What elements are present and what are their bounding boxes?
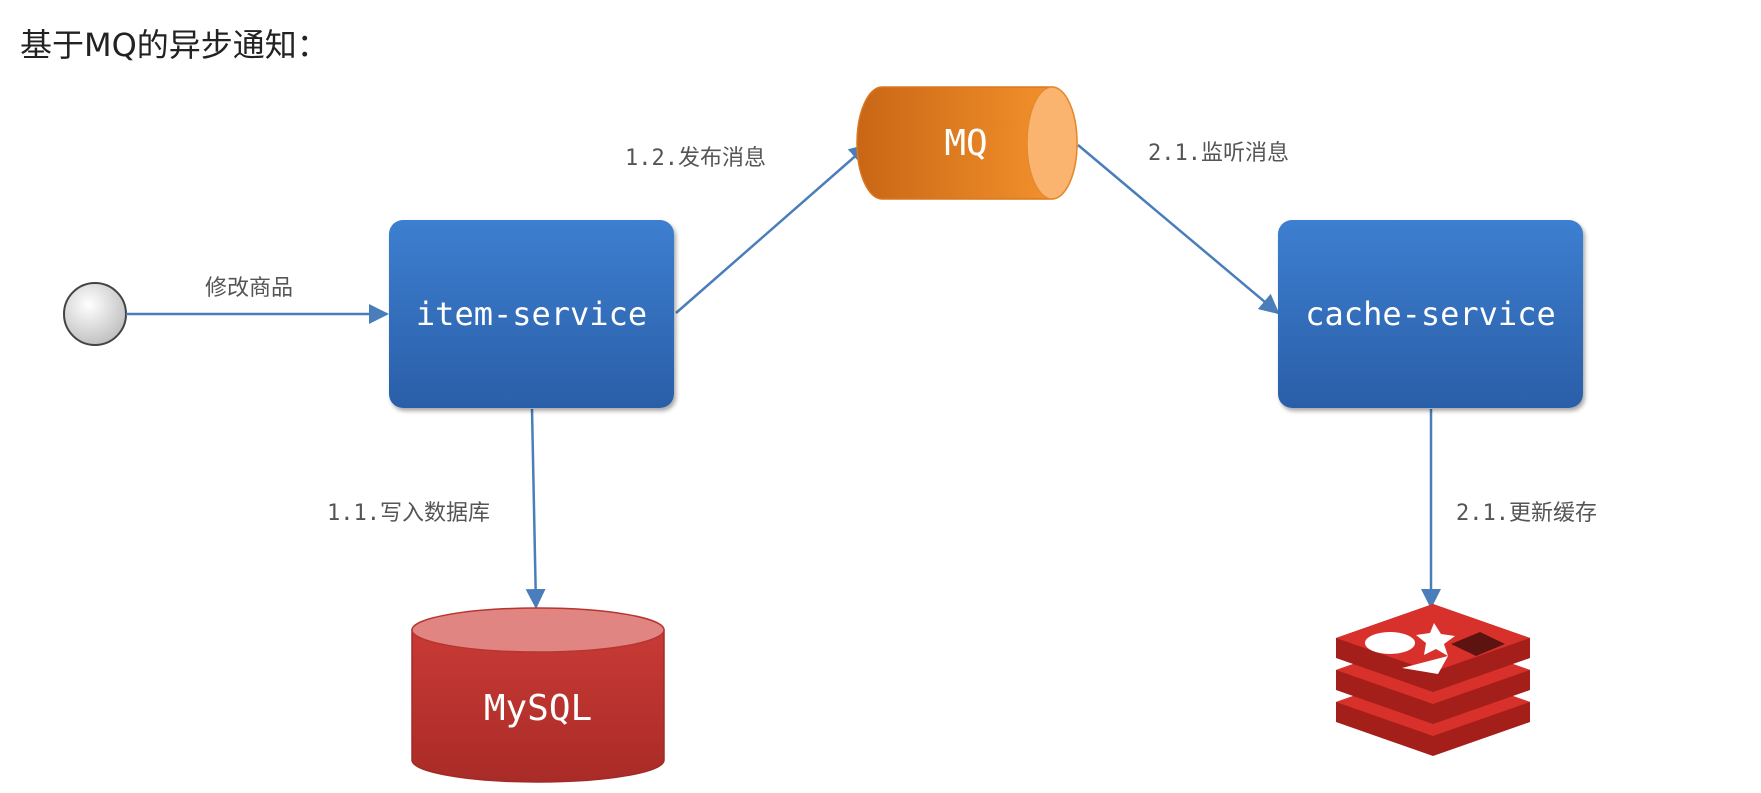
cache-service-label: cache-service bbox=[1305, 295, 1556, 333]
label-modify: 修改商品 bbox=[205, 276, 294, 301]
mysql-node: MySQL bbox=[411, 607, 665, 783]
redis-logo-icon bbox=[1336, 604, 1530, 756]
label-update-cache: 2.1.更新缓存 bbox=[1456, 501, 1597, 526]
page-title: 基于MQ的异步通知： bbox=[20, 26, 329, 64]
label-publish: 1.2.发布消息 bbox=[625, 146, 766, 171]
mq-node: MQ bbox=[856, 86, 1078, 200]
arrow-write-db bbox=[525, 408, 546, 609]
label-write-db: 1.1.写入数据库 bbox=[327, 501, 490, 526]
item-service-box: item-service bbox=[389, 220, 674, 408]
arrow-listen bbox=[1077, 144, 1280, 315]
cache-service-box: cache-service bbox=[1278, 220, 1583, 408]
mysql-label: MySQL bbox=[484, 688, 592, 729]
mq-label: MQ bbox=[944, 123, 987, 164]
label-listen: 2.1.监听消息 bbox=[1148, 141, 1289, 166]
item-service-label: item-service bbox=[415, 295, 648, 333]
arrow-publish bbox=[675, 143, 870, 314]
start-node-circle bbox=[63, 282, 127, 346]
